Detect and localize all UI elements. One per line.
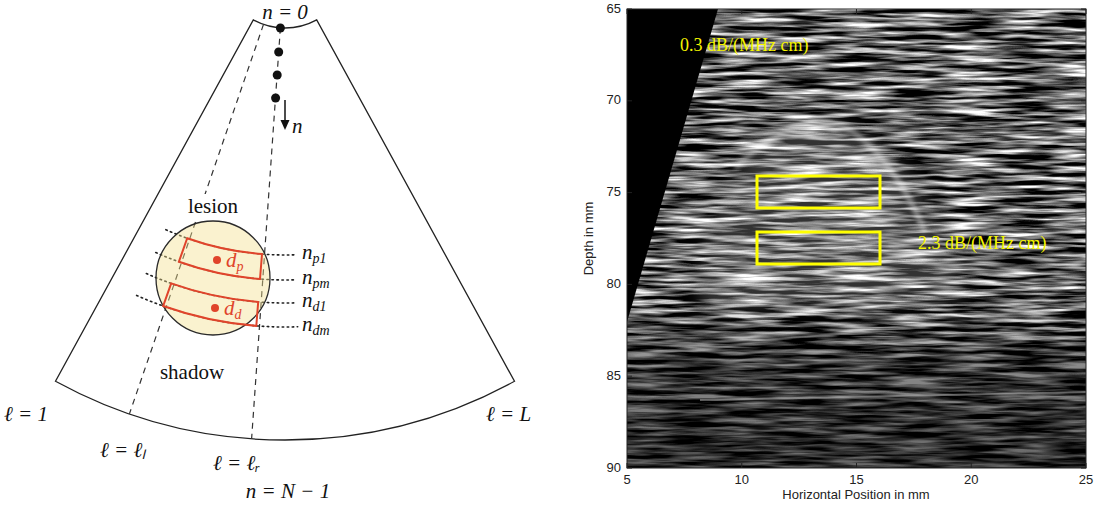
- index-label: n: [292, 114, 303, 138]
- left-beam-line: [129, 24, 263, 414]
- speckle: [627, 9, 1086, 468]
- axes-box: [627, 9, 1086, 468]
- attenuation-note: 2.3 dB/(MHz cm): [918, 233, 1046, 254]
- lesion-circle: lesion dp dd: [150, 192, 280, 342]
- x-ticks: [627, 9, 1086, 14]
- window-label: dp: [226, 249, 244, 278]
- right-beam-line: [252, 28, 281, 439]
- ultrasound-image: [627, 9, 1086, 468]
- tick-label: 15: [849, 473, 863, 488]
- tick-label: 20: [964, 473, 978, 488]
- depth-index: ndm: [302, 313, 330, 342]
- y-ticks: [627, 9, 632, 468]
- node-shape: [174, 234, 266, 283]
- window-outline: [163, 283, 258, 326]
- sample-dot: [274, 48, 283, 57]
- index-label: n = 0: [262, 0, 308, 24]
- tick-label: 5: [623, 473, 630, 488]
- center-dot: [213, 256, 221, 264]
- node-shape: [159, 279, 262, 330]
- window-label: dd: [224, 297, 242, 326]
- lesion-rim: [735, 122, 925, 232]
- sample-dot: [271, 94, 280, 103]
- tick-label: 70: [607, 93, 621, 108]
- index-label: n = N − 1: [246, 479, 330, 503]
- tick-label: 25: [1079, 473, 1093, 488]
- sample-dot: [273, 71, 282, 80]
- center-dot: [211, 304, 219, 312]
- distal-window: dd: [159, 279, 262, 330]
- axis-title: Depth in mm: [583, 201, 598, 275]
- outside-wedge: [627, 9, 718, 322]
- tick-label: 90: [607, 461, 621, 476]
- tick-label: 85: [607, 369, 621, 384]
- tick-label: 10: [735, 473, 749, 488]
- scan-sector: [56, 20, 515, 440]
- line-index: ℓ = ℓₗ: [100, 438, 146, 462]
- proximal-window: dp: [174, 234, 266, 283]
- sample-dot: [276, 24, 285, 33]
- bright-line: [700, 392, 1086, 400]
- line-index: ℓ = 1: [4, 402, 48, 426]
- lesion-echo: [700, 122, 965, 310]
- axis-title: Horizontal Position in mm: [782, 488, 929, 503]
- lesion-label: lesion: [185, 194, 241, 218]
- tick-label: 65: [607, 2, 621, 17]
- roi-box: [757, 232, 880, 264]
- y-ticks: [1081, 9, 1086, 468]
- index-arrow: [284, 100, 286, 122]
- shadow-darkening: [627, 300, 1086, 468]
- tick-label: 80: [607, 277, 621, 292]
- attenuation-note: 0.3 dB/(MHz cm): [680, 35, 808, 56]
- line-index: ℓ = L: [486, 402, 531, 426]
- roi-box: [757, 176, 880, 208]
- line-index: ℓ = ℓᵣ: [213, 451, 260, 475]
- window-outline: [179, 238, 262, 279]
- ticks: [627, 9, 1086, 468]
- x-ticks: [627, 463, 1086, 468]
- region-label: shadow: [160, 360, 224, 384]
- index-arrowhead: [281, 120, 290, 130]
- tick-label: 75: [607, 185, 621, 200]
- lesion-outline: [156, 221, 270, 335]
